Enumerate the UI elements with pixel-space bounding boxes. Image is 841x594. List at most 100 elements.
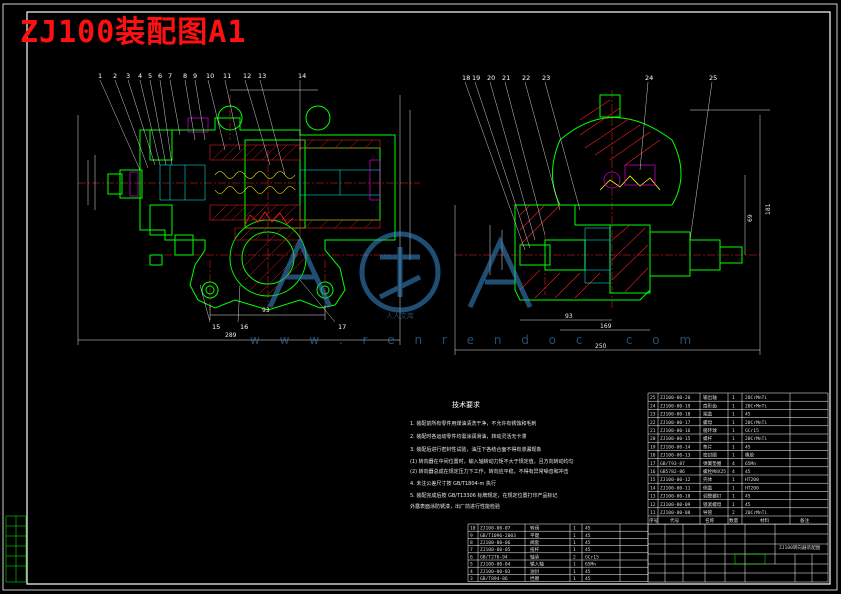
bom-cell-mat: 45 — [585, 533, 591, 539]
bom-cell-code: ZJ100-00-13 — [660, 453, 691, 459]
bom-cell-name: 壳体 — [703, 476, 713, 483]
callout-number: 21 — [502, 74, 510, 82]
bom-cell-no: 12 — [650, 502, 656, 508]
callout-number: 23 — [542, 74, 550, 82]
bom-cell-no: 25 — [650, 395, 656, 401]
bom-cell-mat: 45 — [585, 526, 591, 532]
bom-cell-name: 密封圈 — [703, 452, 717, 459]
bom-cell-qty: 1 — [732, 477, 735, 483]
bom-cell-name: 阀套 — [530, 539, 540, 546]
bom-header-qty: 数量 — [729, 517, 739, 524]
bom-cell-no: 17 — [650, 461, 656, 467]
bom-cell-no: 7 — [470, 547, 473, 553]
dim-right-height2: 69 — [747, 214, 754, 222]
bom-cell-mat: 45 — [585, 576, 591, 582]
bom-cell-code: ZJ100-00-14 — [660, 444, 691, 450]
left-section-view: 289 93 — [77, 79, 420, 345]
bom-header-code: 代号 — [670, 517, 680, 524]
callout-number: 7 — [168, 72, 172, 80]
callout-number: 5 — [148, 72, 152, 80]
bom-cell-name: 端盖 — [703, 411, 713, 418]
bom-cell-qty: 1 — [732, 453, 735, 459]
bom-cell-no: 23 — [650, 412, 656, 418]
bom-cell-mat: 橡胶 — [745, 452, 755, 459]
bom-cell-mat: 65Mn — [745, 461, 756, 467]
bom-cell-qty: 1 — [573, 526, 576, 532]
bom-cell-code: ZJ100-00-05 — [480, 547, 511, 553]
callout-number: 1 — [98, 72, 102, 80]
bom-cell-no: 16 — [650, 469, 656, 475]
bom-cell-no: 21 — [650, 428, 656, 434]
tech-requirement-item: 5. 装配完成后按 GB/T13306 标牌规定，在规定位置打印产品标记 — [410, 493, 558, 499]
bom-header-note: 备注 — [800, 517, 810, 524]
title-block — [647, 523, 829, 583]
bom-cell-name: 转阀 — [530, 525, 540, 532]
bom-cell-no: 13 — [650, 494, 656, 500]
bom-cell-name: 侧盖 — [703, 484, 713, 491]
bom-cell-qty: 1 — [573, 569, 576, 575]
bom-cell-qty: 1 — [732, 436, 735, 442]
bom-cell-mat: 45 — [745, 494, 751, 500]
callout-number: 15 — [212, 323, 220, 331]
bom-cell-name: 输入轴 — [530, 561, 544, 568]
bom-cell-mat: 45 — [585, 540, 591, 546]
callout-number: 2 — [113, 72, 117, 80]
callout-number: 13 — [258, 72, 266, 80]
bom-cell-qty: 2 — [732, 510, 735, 516]
title-block-drawing-name: ZJ100转向器装配图 — [779, 544, 821, 551]
bom-cell-code: GB/T93-87 — [660, 461, 685, 467]
bom-cell-no: 10 — [470, 526, 476, 532]
bom-cell-mat: 20CrMnTi — [745, 395, 767, 401]
bom-cell-code: ZJ100-00-20 — [660, 395, 691, 401]
bom-cell-qty: 1 — [732, 444, 735, 450]
bom-header-mat: 材料 — [760, 517, 770, 524]
tech-requirement-item: (2) 转向器总成在规定压力下工作，转向应平稳，不得有异常噪音和冲击 — [410, 469, 569, 475]
bom-cell-mat: HT200 — [745, 477, 759, 483]
bom-cell-qty: 1 — [732, 420, 735, 426]
bom-cell-code: ZJ100-00-11 — [660, 485, 691, 491]
dim-right-width: 250 — [595, 343, 607, 350]
bom-cell-qty: 1 — [573, 547, 576, 553]
tech-requirement-item: 1. 装配前所有零件用煤油清洗干净，不允许有锈蚀和毛刺 — [410, 421, 537, 427]
bom-cell-mat: 20CrMnTi — [745, 420, 767, 426]
callout-number: 19 — [472, 74, 480, 82]
callout-number: 6 — [158, 72, 162, 80]
callout-number: 8 — [183, 72, 187, 80]
bom-cell-name: 调整螺钉 — [703, 493, 722, 500]
bom-cell-code: ZJ100-00-17 — [660, 420, 691, 426]
callout-number: 25 — [709, 74, 717, 82]
bom-cell-no: 8 — [470, 540, 473, 546]
dim-right-sub1: 93 — [565, 313, 573, 320]
tech-requirement-item: (1) 转向器在中间位置时，输入轴转动力矩不大于规定值，且方向转动均匀 — [410, 459, 574, 465]
callout-number: 4 — [138, 72, 142, 80]
bom-cell-name: 扇形齿 — [703, 402, 717, 409]
callout-number: 22 — [522, 74, 530, 82]
drawing-title: ZJ100装配图A1 — [20, 15, 247, 50]
bom-header-name: 名称 — [705, 517, 715, 524]
tech-requirement-item: 外露表面涂防锈漆，出厂前进行性能检验 — [410, 504, 501, 510]
bom-cell-code: ZJ100-00-18 — [660, 412, 691, 418]
bom-cell-code: ZJ100-00-16 — [660, 428, 691, 434]
bom-cell-name: 平键 — [530, 532, 540, 539]
bom-cell-mat: 45 — [745, 502, 751, 508]
bom-cell-qty: 1 — [573, 576, 576, 582]
bom-cell-no: 4 — [470, 569, 473, 575]
bom-cell-qty: 1 — [573, 533, 576, 539]
bom-cell-code: ZJ100-00-12 — [660, 477, 691, 483]
bom-cell-name: 螺杆 — [703, 435, 713, 442]
callout-number: 24 — [645, 74, 653, 82]
bom-cell-code: GB/T276-94 — [480, 554, 508, 560]
bom-cell-no: 9 — [470, 533, 473, 539]
bom-cell-name: 挡圈 — [530, 575, 540, 582]
bom-cell-code: ZJ100-00-03 — [480, 569, 511, 575]
bom-cell-qty: 1 — [732, 412, 735, 418]
bom-cell-mat: 45 — [745, 444, 751, 450]
bom-cell-no: 18 — [650, 453, 656, 459]
bom-cell-code: ZJ100-00-15 — [660, 436, 691, 442]
bom-cell-mat: 45 — [585, 547, 591, 553]
callout-number: 11 — [223, 72, 231, 80]
bom-cell-no: 22 — [650, 420, 656, 426]
